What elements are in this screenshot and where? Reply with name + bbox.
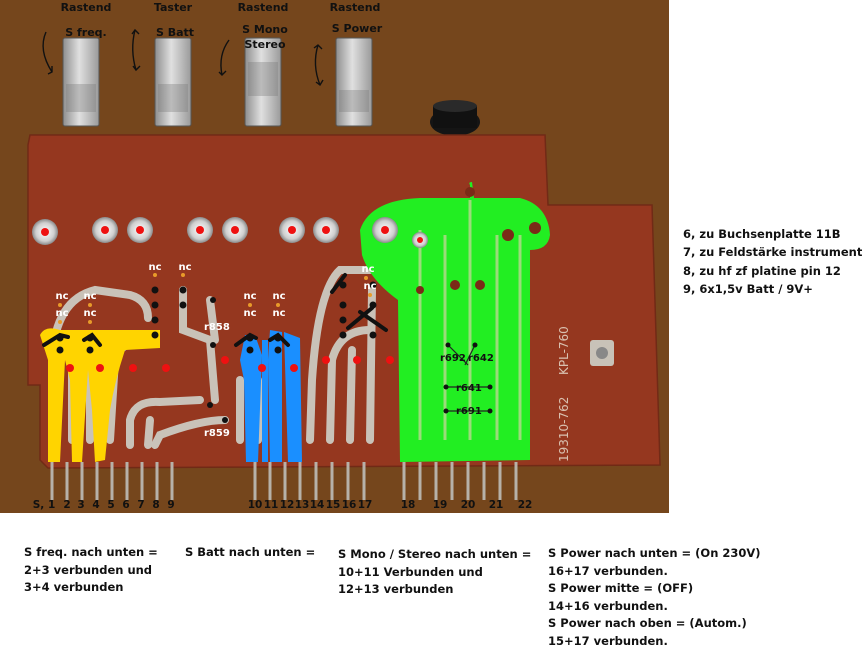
caption-s-power: S Power nach unten = (On 230V) 16+17 ver… — [548, 545, 761, 650]
caption-line: S Batt nach unten = — [185, 545, 316, 559]
side-notes: 6, zu Buchsenplatte 11B 7, zu Feldstärke… — [683, 225, 862, 298]
side-note: 7, zu Feldstärke instrument — [683, 245, 862, 260]
pin-label-20: 20 — [461, 499, 476, 511]
caption-line: 3+4 verbunden — [24, 580, 124, 594]
pin-labels: S, 1 2 3 4 5 6 7 8 9 10 11 12 13 14 15 1… — [33, 499, 533, 511]
pin-label-14: 14 — [310, 499, 325, 511]
switch-3-type: Rastend — [238, 1, 289, 14]
pin-label-9: 9 — [167, 499, 174, 511]
solder-pads — [56, 281, 377, 423]
switch-1-type: Rastend — [61, 1, 112, 14]
caption-s-mono: S Mono / Stereo nach unten = 10+11 Verbu… — [338, 546, 531, 599]
pin-label-8: 8 — [152, 499, 159, 511]
nc-label: nc — [243, 308, 256, 319]
pin-label-13: 13 — [295, 499, 310, 511]
side-note: 6, zu Buchsenplatte 11B — [683, 227, 841, 241]
red-dots — [66, 356, 394, 372]
caption-line: S Power nach unten = (On 230V) — [548, 546, 761, 560]
pin-label-7: 7 — [137, 499, 144, 511]
nc-label: nc — [148, 262, 161, 273]
pin-label-19: 19 — [433, 499, 448, 511]
connector-pins — [50, 462, 518, 500]
nc-label: nc — [361, 264, 374, 275]
pin-label-21: 21 — [489, 499, 504, 511]
side-note: 8, zu hf zf platine pin 12 — [683, 263, 841, 278]
switch-3-name-2: Stereo — [244, 38, 286, 51]
mounting-holes — [32, 217, 428, 248]
nc-label: nc — [178, 262, 191, 273]
switch-3-name-1: S Mono — [242, 23, 288, 36]
resistor-r641: r641 — [456, 383, 482, 394]
pin-label-1: S, 1 — [33, 499, 56, 511]
caption-line: 12+13 verbunden — [338, 582, 454, 596]
nc-label: nc — [83, 291, 96, 302]
side-note: 9, 6x1,5v Batt / 9V+ — [683, 281, 813, 296]
caption-s-batt: S Batt nach unten = — [185, 544, 315, 562]
arrows — [42, 28, 324, 87]
resistor-labels: r858 r859 r692 r642 r641 r691 — [204, 322, 494, 439]
switch-marks — [42, 273, 388, 347]
nc-label: nc — [272, 291, 285, 302]
caption-line: 16+17 verbunden. — [548, 563, 668, 578]
nc-pads — [58, 273, 372, 324]
pin-label-2: 2 — [63, 499, 70, 511]
yellow-highlight — [40, 328, 160, 462]
switch-4-name: S Power — [332, 22, 383, 35]
green-highlight — [360, 182, 550, 462]
nc-label: nc — [243, 291, 256, 302]
switch-1-name: S freq. — [65, 26, 106, 39]
nc-labels: nc nc nc nc nc nc nc nc nc nc nc nc — [55, 262, 376, 319]
pin-label-10: 10 — [248, 499, 263, 511]
pcb-photo: Rastend S freq. Taster S Batt Rastend S … — [0, 0, 669, 513]
caption-line: S freq. nach unten = — [24, 545, 158, 559]
pin-label-15: 15 — [326, 499, 341, 511]
pin-label-12: 12 — [280, 499, 295, 511]
nc-label: nc — [55, 308, 68, 319]
caption-line: 2+3 verbunden und — [24, 562, 153, 577]
switch-buttons — [62, 37, 373, 127]
caption-line: S Power mitte = (OFF) — [548, 581, 694, 595]
caption-s-freq: S freq. nach unten = 2+3 verbunden und 3… — [24, 544, 158, 597]
blue-highlight — [240, 330, 302, 462]
caption-line: 14+16 verbunden. — [548, 598, 668, 613]
resistor-dots — [443, 342, 493, 414]
green-traces — [418, 200, 522, 440]
caption-line: 10+11 Verbunden und — [338, 564, 483, 579]
pin-label-3: 3 — [77, 499, 84, 511]
resistor-r692: r692 — [440, 353, 466, 364]
pin-label-17: 17 — [358, 499, 373, 511]
pin-label-16: 16 — [342, 499, 357, 511]
board-printing: KPL-760 19310-762 — [557, 326, 571, 462]
pin-label-18: 18 — [401, 499, 416, 511]
nc-label: nc — [272, 308, 285, 319]
nc-label: nc — [363, 281, 376, 292]
caption-line: S Power nach oben = (Autom.) — [548, 616, 747, 630]
switch-2-type: Taster — [154, 1, 193, 14]
caption-line: S Mono / Stereo nach unten = — [338, 547, 532, 561]
switch-4-type: Rastend — [330, 1, 381, 14]
resistor-r642: r642 — [468, 353, 494, 364]
resistor-r858: r858 — [204, 322, 230, 333]
switch-labels: Rastend S freq. Taster S Batt Rastend S … — [61, 1, 383, 51]
resistor-lines — [446, 344, 490, 412]
pin-label-5: 5 — [107, 499, 114, 511]
pin-label-6: 6 — [122, 499, 129, 511]
resistor-r859: r859 — [204, 428, 230, 439]
pcb-illustration: Rastend S freq. Taster S Batt Rastend S … — [0, 0, 669, 513]
caption-line: 15+17 verbunden. — [548, 633, 668, 648]
nc-label: nc — [55, 291, 68, 302]
board-model: KPL-760 — [557, 326, 571, 375]
nc-label: nc — [83, 308, 96, 319]
board-serial: 19310-762 — [557, 397, 571, 462]
pin-label-22: 22 — [518, 499, 533, 511]
resistor-r691: r691 — [456, 406, 482, 417]
switch-2-name: S Batt — [156, 26, 194, 39]
pin-label-4: 4 — [92, 499, 99, 511]
pin-label-11: 11 — [264, 499, 279, 511]
